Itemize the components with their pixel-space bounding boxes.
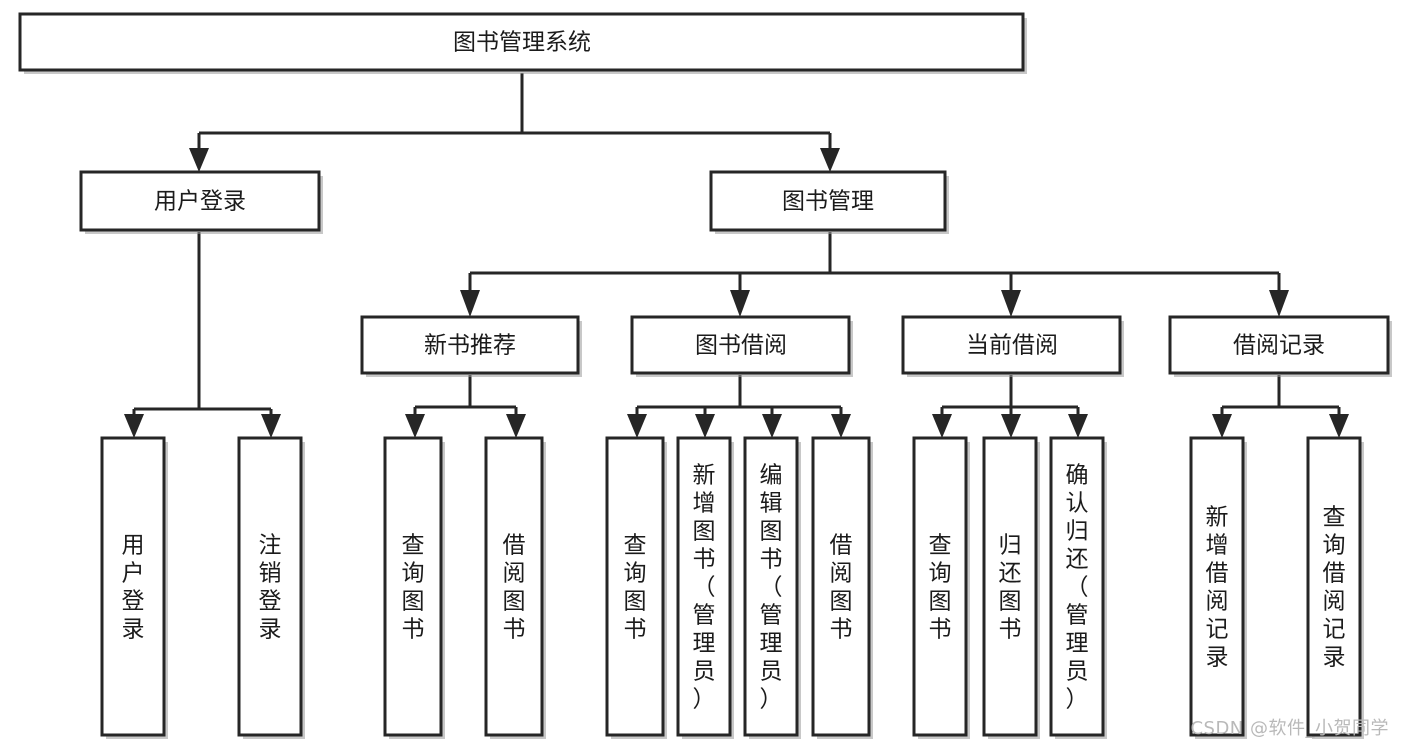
- node-leaf-return-book-box: [982, 436, 1038, 737]
- arrow-head-user-login: [189, 148, 209, 172]
- node-leaf-user-login[interactable]: 用户登录: [100, 436, 168, 739]
- arrow-head-leaf-return-book: [1001, 414, 1021, 438]
- connector-group-book-management: [460, 232, 1289, 317]
- connector-group-user-login: [124, 232, 281, 438]
- node-leaf-query-book-2-label: 查询图书: [624, 532, 647, 642]
- node-leaf-add-record[interactable]: 新增借阅记录: [1189, 436, 1247, 739]
- node-leaf-edit-book-box: [743, 436, 799, 737]
- node-current-borrow-box: [901, 315, 1122, 375]
- arrow-head-leaf-query-book-2: [627, 414, 647, 438]
- arrow-head-book-management: [820, 148, 840, 172]
- node-user-login[interactable]: 用户登录: [79, 170, 323, 234]
- node-new-book-recommend[interactable]: 新书推荐: [360, 315, 582, 377]
- node-leaf-query-book-2-box: [605, 436, 665, 737]
- node-user-login-box: [79, 170, 321, 232]
- node-book-borrow-box: [630, 315, 851, 375]
- node-leaf-return-book-label: 归还图书: [999, 532, 1022, 642]
- node-book-management-label: 图书管理: [782, 189, 874, 215]
- connector-group-book-borrow: [627, 375, 851, 438]
- connector-group-new-book-recommend: [405, 375, 526, 438]
- arrow-head-leaf-add-record: [1212, 414, 1232, 438]
- node-leaf-user-logout[interactable]: 注销登录: [237, 436, 305, 739]
- arrow-head-leaf-edit-book: [762, 414, 782, 438]
- node-root-box: [18, 12, 1025, 72]
- node-leaf-confirm-return-box: [1049, 436, 1105, 737]
- node-leaf-edit-book[interactable]: 编辑图书（管理员）: [743, 436, 801, 739]
- node-leaf-edit-book-label: 编辑图书（管理员）: [760, 462, 783, 712]
- node-book-borrow[interactable]: 图书借阅: [630, 315, 853, 377]
- node-leaf-borrow-book-2-label: 借阅图书: [830, 532, 853, 642]
- connector-group-borrow-record: [1212, 375, 1349, 438]
- arrow-head-borrow-record: [1269, 290, 1289, 317]
- node-book-management-box: [709, 170, 947, 232]
- node-current-borrow-label: 当前借阅: [966, 333, 1058, 359]
- arrow-head-leaf-user-login: [124, 414, 144, 438]
- node-leaf-query-book-3[interactable]: 查询图书: [912, 436, 970, 739]
- node-root[interactable]: 图书管理系统: [18, 12, 1027, 74]
- arrow-head-leaf-add-book: [695, 414, 715, 438]
- node-leaf-borrow-book-2[interactable]: 借阅图书: [811, 436, 873, 739]
- arrow-head-new-book-recommend: [460, 290, 480, 317]
- node-book-borrow-label: 图书借阅: [695, 333, 787, 359]
- node-leaf-add-book-box: [676, 436, 732, 737]
- node-leaf-query-book-1[interactable]: 查询图书: [383, 436, 445, 739]
- csdn-watermark: CSDN @软件_小贺同学: [1190, 718, 1389, 739]
- node-leaf-user-logout-box: [237, 436, 303, 737]
- node-leaf-query-book-2[interactable]: 查询图书: [605, 436, 667, 739]
- arrow-head-leaf-query-book-1: [405, 414, 425, 438]
- node-leaf-query-book-1-box: [383, 436, 443, 737]
- node-leaf-borrow-book-2-box: [811, 436, 871, 737]
- arrow-head-leaf-borrow-book-2: [831, 414, 851, 438]
- arrow-head-leaf-user-logout: [261, 414, 281, 438]
- node-leaf-add-record-box: [1189, 436, 1245, 737]
- arrow-head-leaf-query-book-3: [932, 414, 952, 438]
- node-leaf-add-book-label: 新增图书（管理员）: [693, 462, 716, 712]
- node-leaf-user-logout-label: 注销登录: [259, 532, 282, 642]
- node-borrow-record-box: [1168, 315, 1390, 375]
- node-leaf-query-record[interactable]: 查询借阅记录: [1306, 436, 1364, 739]
- node-borrow-record[interactable]: 借阅记录: [1168, 315, 1392, 377]
- node-leaf-add-record-label: 新增借阅记录: [1206, 504, 1229, 670]
- node-leaf-query-book-3-label: 查询图书: [929, 532, 952, 642]
- node-book-management[interactable]: 图书管理: [709, 170, 949, 234]
- node-leaf-query-book-1-label: 查询图书: [402, 532, 425, 642]
- node-leaf-query-record-box: [1306, 436, 1362, 737]
- connector-group-current-borrow: [932, 375, 1088, 438]
- node-new-book-recommend-label: 新书推荐: [424, 333, 516, 359]
- node-borrow-record-label: 借阅记录: [1233, 333, 1325, 359]
- node-leaf-borrow-book-1-box: [484, 436, 544, 737]
- node-leaf-query-record-label: 查询借阅记录: [1323, 504, 1346, 670]
- node-leaf-return-book[interactable]: 归还图书: [982, 436, 1040, 739]
- node-leaf-confirm-return[interactable]: 确认归还（管理员）: [1049, 436, 1107, 739]
- node-current-borrow[interactable]: 当前借阅: [901, 315, 1124, 377]
- connector-group-root: [189, 73, 840, 172]
- node-leaf-borrow-book-1[interactable]: 借阅图书: [484, 436, 546, 739]
- node-root-label: 图书管理系统: [453, 30, 591, 56]
- node-leaf-query-book-3-box: [912, 436, 968, 737]
- arrow-head-leaf-borrow-book-1: [506, 414, 526, 438]
- node-new-book-recommend-box: [360, 315, 580, 375]
- node-leaf-add-book[interactable]: 新增图书（管理员）: [676, 436, 734, 739]
- node-leaf-borrow-book-1-label: 借阅图书: [503, 532, 526, 642]
- node-leaf-user-login-box: [100, 436, 166, 737]
- node-user-login-label: 用户登录: [154, 189, 246, 215]
- node-leaf-user-login-label: 用户登录: [122, 532, 145, 642]
- arrow-head-leaf-confirm-return: [1068, 414, 1088, 438]
- arrow-head-leaf-query-record: [1329, 414, 1349, 438]
- arrow-head-book-borrow: [730, 290, 750, 317]
- node-leaf-confirm-return-label: 确认归还（管理员）: [1066, 462, 1089, 712]
- arrow-head-current-borrow: [1001, 290, 1021, 317]
